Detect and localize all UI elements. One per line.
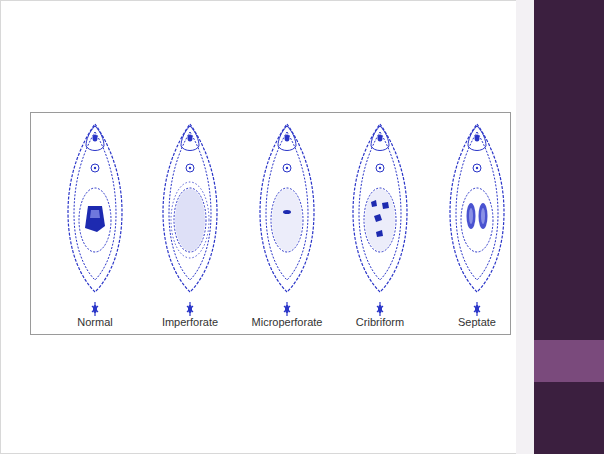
figure-label: Normal: [77, 316, 112, 329]
figure-label: Septate: [458, 316, 496, 329]
figure-label: Imperforate: [162, 316, 218, 329]
figure-label: Cribriform: [356, 316, 404, 329]
figure-label: Microperforate: [252, 316, 323, 329]
